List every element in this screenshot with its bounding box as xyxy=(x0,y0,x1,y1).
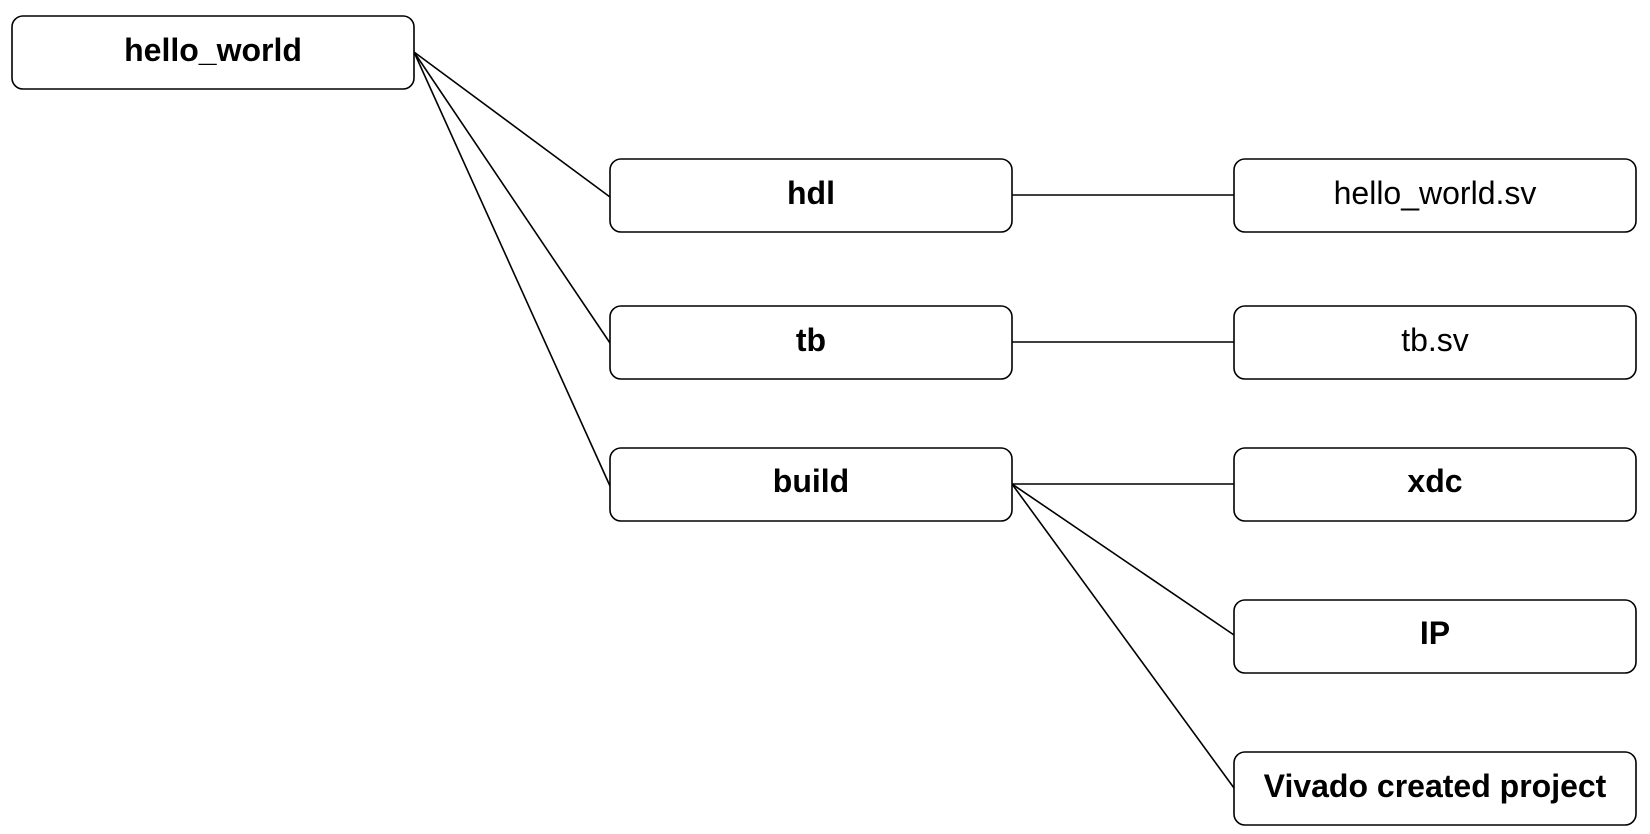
connector-build-to-ip xyxy=(1011,483,1235,636)
node-hello-world-sv-label: hello_world.sv xyxy=(1334,175,1537,211)
node-ip: IP xyxy=(1233,599,1637,674)
node-ip-box xyxy=(1233,599,1637,674)
node-hdl-box xyxy=(609,158,1013,233)
node-vivado-created-project: Vivado created project xyxy=(1233,751,1637,826)
node-hdl: hdl xyxy=(609,158,1013,233)
node-xdc: xdc xyxy=(1233,447,1637,522)
node-tb-label: tb xyxy=(796,322,826,358)
connector-root-to-tb xyxy=(413,51,611,344)
node-tb-sv: tb.sv xyxy=(1233,305,1637,380)
node-hello-world-sv: hello_world.sv xyxy=(1233,158,1637,233)
node-build-box xyxy=(609,447,1013,522)
node-hello-world-label: hello_world xyxy=(124,32,302,68)
node-vivado-created-project-box xyxy=(1233,751,1637,826)
connector-build-to-vivado-project xyxy=(1011,483,1235,789)
node-xdc-box xyxy=(1233,447,1637,522)
connector-root-to-hdl xyxy=(413,51,611,198)
node-hello-world-sv-box xyxy=(1233,158,1637,233)
node-xdc-label: xdc xyxy=(1407,463,1462,499)
node-tb: tb xyxy=(609,305,1013,380)
node-hello-world: hello_world xyxy=(11,15,415,90)
node-tb-box xyxy=(609,305,1013,380)
node-hdl-label: hdl xyxy=(787,175,835,211)
node-ip-label: IP xyxy=(1420,615,1450,651)
node-tb-sv-box xyxy=(1233,305,1637,380)
connector-root-to-build xyxy=(413,51,611,487)
node-build: build xyxy=(609,447,1013,522)
node-hello-world-box xyxy=(11,15,415,90)
node-vivado-created-project-label: Vivado created project xyxy=(1264,768,1607,804)
node-tb-sv-label: tb.sv xyxy=(1401,322,1469,358)
node-build-label: build xyxy=(773,463,849,499)
connectors xyxy=(413,51,1235,789)
